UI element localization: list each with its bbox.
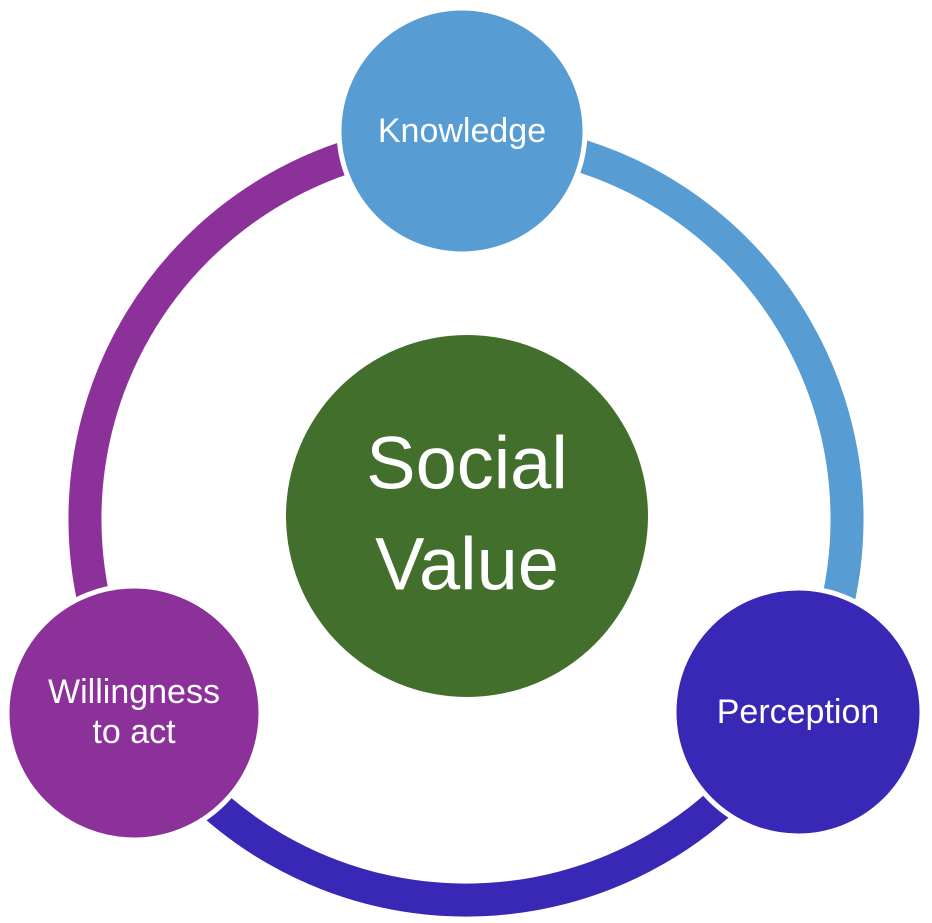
perception-label: Perception bbox=[716, 692, 880, 731]
knowledge-label: Knowledge bbox=[377, 111, 547, 150]
center-label: Social Value bbox=[366, 421, 568, 605]
perception-circle bbox=[671, 585, 925, 839]
center-circle bbox=[286, 335, 648, 697]
knowledge-circle bbox=[336, 5, 588, 257]
willingness-label: Willingness to act bbox=[48, 672, 220, 751]
willingness-circle bbox=[4, 583, 264, 843]
